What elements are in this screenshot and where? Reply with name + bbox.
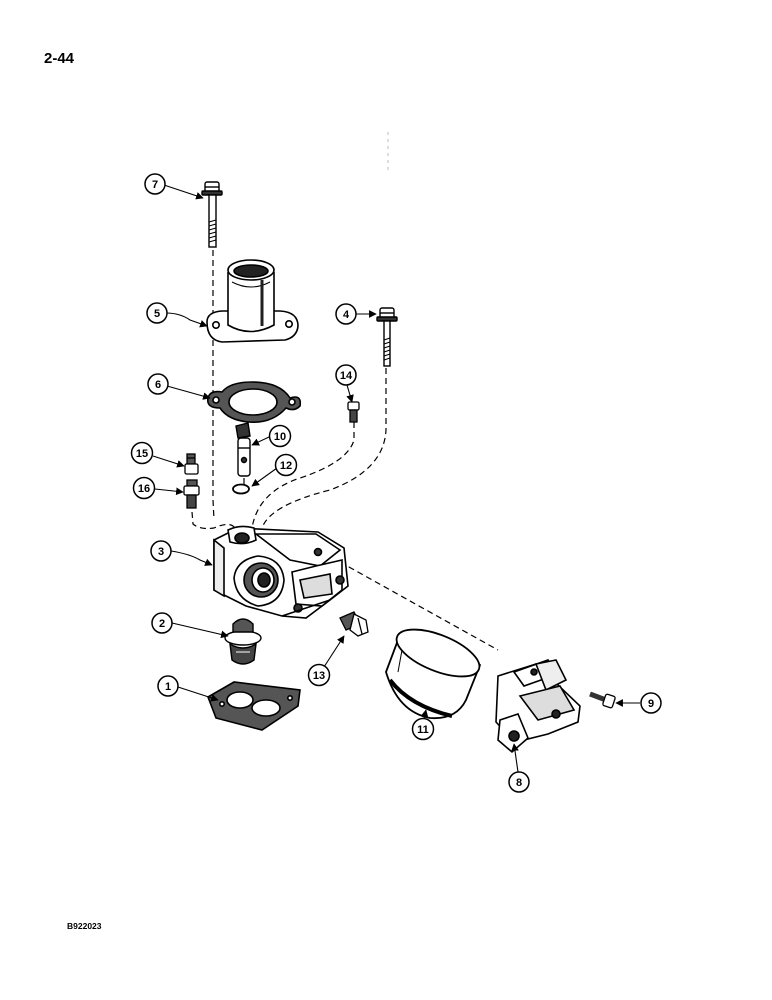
svg-text:1: 1 [165, 681, 171, 693]
callout-8: 8 [508, 771, 530, 793]
callout-6: 6 [147, 373, 169, 395]
callout-1: 1 [157, 675, 179, 697]
svg-text:10: 10 [274, 431, 286, 443]
bolt-7-part [201, 181, 223, 248]
svg-text:14: 14 [340, 370, 353, 382]
callouts: 7 5 4 6 14 10 12 15 [130, 173, 662, 793]
callout-2: 2 [151, 612, 173, 634]
callout-9: 9 [640, 692, 662, 714]
outlet-elbow-5-part [206, 259, 299, 343]
leader-5 [165, 312, 208, 328]
bolt-4-part [376, 307, 398, 367]
filter-11-part [385, 628, 482, 720]
figure-code: B922023 [67, 921, 102, 931]
callout-16: 16 [132, 476, 156, 500]
fitting-13-part [339, 611, 369, 637]
callout-3: 3 [150, 540, 172, 562]
callout-4: 4 [335, 303, 357, 325]
assembly-line-bolt-7 [212, 250, 215, 521]
leader-3 [170, 550, 213, 566]
leader-12 [251, 467, 278, 487]
thermostat-housing-3-part [213, 525, 349, 619]
svg-text:3: 3 [158, 546, 164, 558]
sender-10-part [235, 422, 251, 477]
svg-text:5: 5 [154, 308, 160, 320]
callout-7: 7 [144, 173, 166, 195]
callout-11: 11 [411, 717, 435, 741]
svg-text:8: 8 [516, 777, 522, 789]
leader-10 [251, 436, 270, 446]
callout-12: 12 [274, 453, 298, 477]
bracket-8-part [495, 659, 581, 754]
leader-11 [420, 709, 429, 720]
callout-15: 15 [130, 441, 154, 465]
thermostat-2-part [224, 618, 262, 665]
page-number: 2-44 [44, 50, 75, 67]
callout-14: 14 [335, 364, 357, 386]
svg-text:6: 6 [155, 379, 161, 391]
assembly-line-sender-16 [191, 511, 237, 531]
o-ring-12-part [232, 483, 250, 495]
svg-text:12: 12 [280, 460, 292, 472]
leader-8 [511, 743, 519, 773]
gasket-1-part [207, 681, 301, 731]
assembly-line-filter [339, 561, 499, 651]
leader-lines [152, 184, 640, 773]
svg-text:9: 9 [648, 698, 654, 710]
svg-text:13: 13 [313, 670, 325, 682]
gasket-6-part [206, 381, 302, 424]
svg-text:16: 16 [138, 483, 150, 495]
leader-14 [346, 384, 354, 403]
sender-16-part [183, 479, 200, 509]
svg-text:2: 2 [159, 618, 165, 630]
fitting-15-part [184, 453, 199, 475]
callout-5: 5 [146, 302, 168, 324]
callout-10: 10 [268, 424, 292, 448]
plug-14-part [347, 401, 360, 423]
bolt-9-part [589, 691, 616, 709]
leader-7 [163, 184, 204, 200]
leader-1 [177, 686, 219, 702]
svg-text:15: 15 [136, 448, 148, 460]
leader-16 [154, 487, 184, 496]
leader-6 [166, 385, 211, 400]
svg-text:11: 11 [417, 724, 429, 736]
assembly-line-bolt-4 [261, 368, 387, 529]
svg-text:4: 4 [343, 309, 350, 321]
leader-13 [323, 635, 345, 668]
svg-text:7: 7 [152, 179, 158, 191]
callout-13: 13 [307, 663, 331, 687]
leader-15 [152, 455, 185, 468]
leader-2 [171, 622, 229, 639]
